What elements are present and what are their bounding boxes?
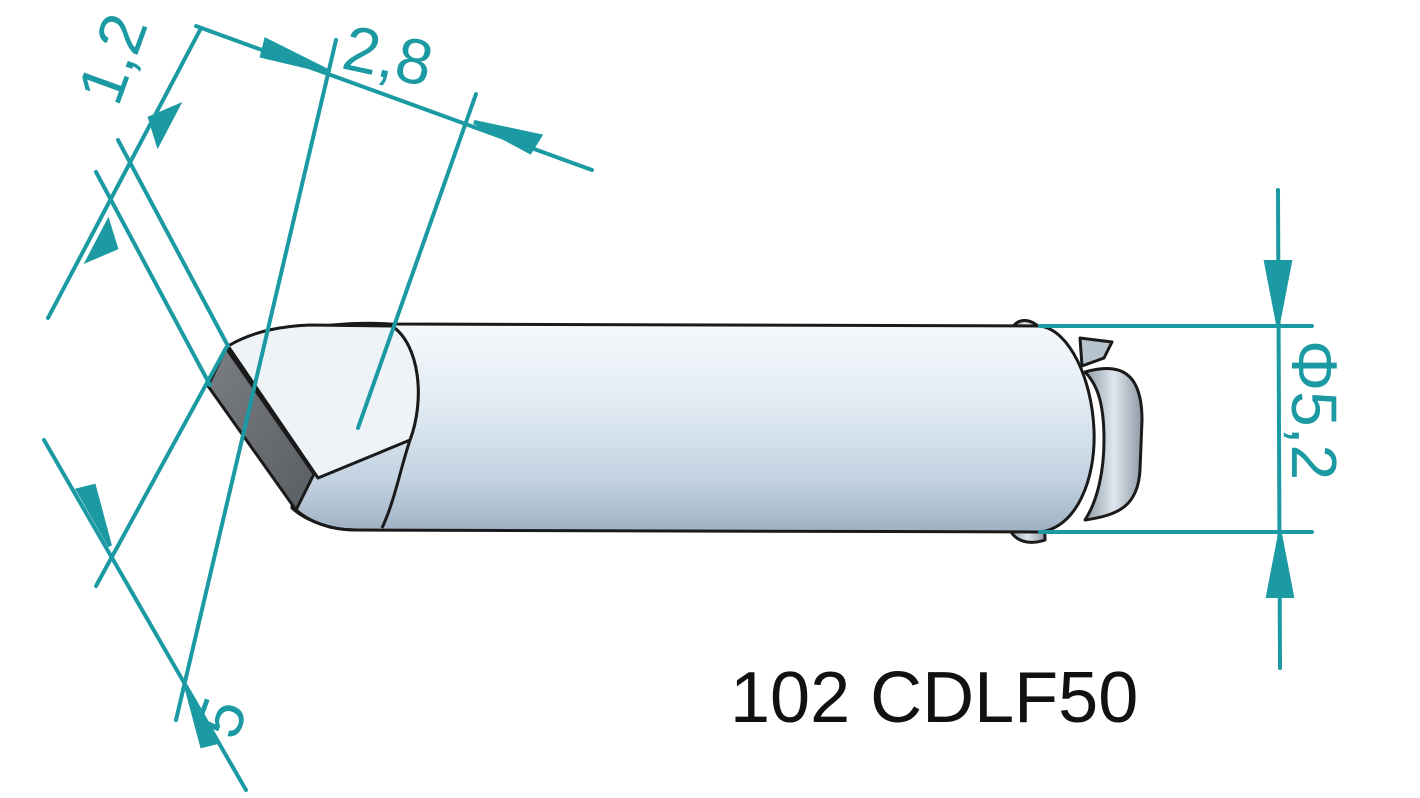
ext-line-1-2-a (116, 138, 230, 348)
dim-line-1-2 (46, 28, 202, 320)
arrow-5-2-top (1263, 260, 1293, 325)
dimension-lines (42, 24, 1314, 792)
part-number-label: 102 CDLF50 (730, 658, 1138, 738)
dim-text-5: 5 (181, 689, 261, 747)
tip-body (206, 319, 1144, 544)
dim-text-phi-5-2: Φ5,2 (1278, 340, 1350, 480)
arrow-1-2-bottom (83, 216, 119, 265)
dim-text-2-8: 2,8 (337, 11, 439, 100)
arrow-2-8-left (259, 37, 331, 74)
arrow-5-top (74, 483, 112, 547)
dim-text-1-2: 1,2 (63, 5, 161, 113)
arrow-2-8-right (473, 120, 544, 155)
ext-line-2-8-a (174, 38, 338, 722)
arrow-1-2-top (147, 101, 183, 150)
rear-clip (1083, 367, 1144, 522)
ext-line-1-2-b (94, 170, 212, 387)
arrow-5-bottom (184, 685, 222, 749)
chisel-tip-bottom (295, 508, 356, 532)
clip-tab (1078, 336, 1114, 368)
ext-line-5-a (94, 346, 228, 588)
ext-line-2-8-b (356, 92, 478, 430)
chisel-cone (226, 323, 420, 480)
arrow-5-2-bottom (1265, 533, 1295, 598)
